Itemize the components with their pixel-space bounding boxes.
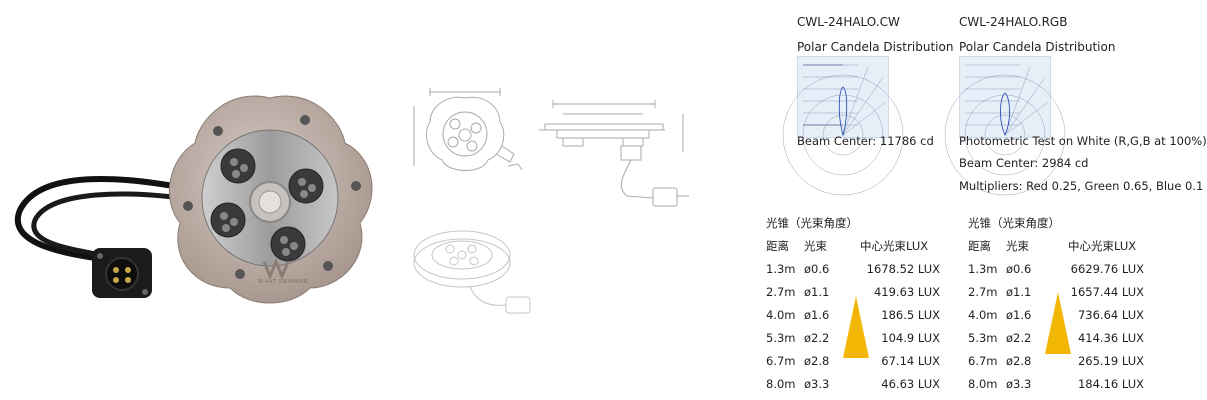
- side-view-drawing-icon: [539, 100, 689, 207]
- polar-chart-cw: [782, 56, 904, 196]
- beam-center: Beam Center: 11786 cd: [797, 134, 934, 148]
- model-name: CWL-24HALO.CW: [797, 15, 900, 29]
- technical-drawing-iso: [410, 225, 540, 320]
- polar-title: Polar Candela Distribution: [959, 40, 1116, 54]
- col-beam-header: 光束: [804, 239, 827, 253]
- col-beam-header: 光束: [1006, 239, 1029, 253]
- cone-title: 光锥（光束角度）: [968, 216, 1060, 230]
- beam-cone-icon: [843, 296, 869, 358]
- row-lux: 736.64 LUX: [1077, 308, 1144, 322]
- underwater-light-icon: [14, 95, 373, 304]
- logo-text: W·AKT SWIMWAN: [258, 279, 308, 285]
- row-beam: ø0.6: [1006, 262, 1032, 276]
- row-lux: 104.9 LUX: [881, 331, 940, 345]
- row-lux: 419.63 LUX: [873, 285, 940, 299]
- row-distance: 8.0m: [766, 377, 796, 391]
- multipliers: Multipliers: Red 0.25, Green 0.65, Blue …: [959, 179, 1204, 193]
- polar-chart-rgb: [944, 56, 1066, 196]
- row-distance: 2.7m: [766, 285, 796, 299]
- row-beam: ø0.6: [804, 262, 830, 276]
- front-view-drawing-icon: [413, 88, 523, 171]
- row-beam: ø2.8: [1006, 354, 1032, 368]
- row-beam: ø2.2: [1006, 331, 1032, 345]
- row-lux: 1678.52 LUX: [866, 262, 940, 276]
- row-distance: 5.3m: [968, 331, 998, 345]
- row-distance: 2.7m: [968, 285, 998, 299]
- row-distance: 1.3m: [766, 262, 796, 276]
- polar-graph-icon: [782, 64, 904, 196]
- row-lux: 67.14 LUX: [881, 354, 940, 368]
- row-lux: 1657.44 LUX: [1070, 285, 1144, 299]
- row-lux: 46.63 LUX: [881, 377, 940, 391]
- row-beam: ø1.1: [804, 285, 830, 299]
- beam-cone-icon: [1045, 292, 1071, 354]
- row-distance: 6.7m: [766, 354, 796, 368]
- col-distance-header: 距离: [766, 239, 789, 253]
- row-distance: 4.0m: [766, 308, 796, 322]
- row-lux: 184.16 LUX: [1077, 377, 1144, 391]
- row-beam: ø2.8: [804, 354, 830, 368]
- row-lux: 6629.76 LUX: [1070, 262, 1144, 276]
- cone-title: 光锥（光束角度）: [766, 216, 858, 230]
- row-distance: 4.0m: [968, 308, 998, 322]
- polar-title: Polar Candela Distribution: [797, 40, 954, 54]
- col-distance-header: 距离: [968, 239, 991, 253]
- row-lux: 414.36 LUX: [1077, 331, 1144, 345]
- row-distance: 5.3m: [766, 331, 796, 345]
- row-beam: ø2.2: [804, 331, 830, 345]
- technical-drawing-front: [408, 84, 523, 179]
- polar-graph-icon: [944, 64, 1066, 196]
- technical-drawing-side: [535, 92, 695, 212]
- beam-center: Beam Center: 2984 cd: [959, 156, 1089, 170]
- row-distance: 1.3m: [968, 262, 998, 276]
- product-photo: W·AKT SWIMWAN: [0, 80, 390, 320]
- row-beam: ø3.3: [1006, 377, 1032, 391]
- row-beam: ø3.3: [804, 377, 830, 391]
- row-lux: 265.19 LUX: [1077, 354, 1144, 368]
- row-beam: ø1.6: [1006, 308, 1032, 322]
- col-lux-header: 中心光束LUX: [1068, 239, 1137, 253]
- row-beam: ø1.6: [804, 308, 830, 322]
- row-lux: 186.5 LUX: [881, 308, 940, 322]
- model-name: CWL-24HALO.RGB: [959, 15, 1068, 29]
- row-beam: ø1.1: [1006, 285, 1032, 299]
- row-distance: 6.7m: [968, 354, 998, 368]
- isometric-drawing-icon: [413, 230, 531, 314]
- row-distance: 8.0m: [968, 377, 998, 391]
- photometric-note: Photometric Test on White (R,G,B at 100%…: [959, 134, 1207, 148]
- col-lux-header: 中心光束LUX: [860, 239, 929, 253]
